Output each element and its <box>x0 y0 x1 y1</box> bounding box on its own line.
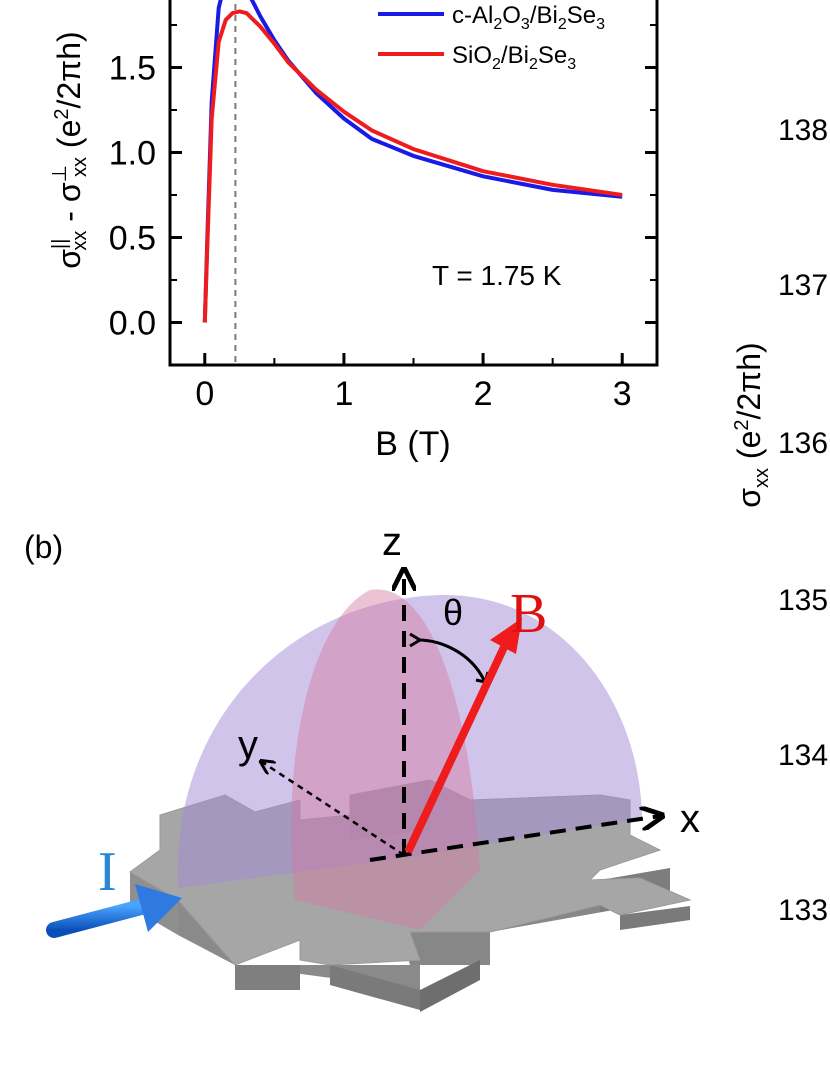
panel-c-partial: σxx (e2/2πh) 138 137 136 135 134 133 <box>731 114 828 927</box>
x-axis-line <box>369 816 660 862</box>
y-ticks: 0.0 0.5 1.0 1.5 2.0 <box>109 0 657 343</box>
theta-label: θ <box>443 592 463 633</box>
panel-c-tick-138: 138 <box>778 114 828 147</box>
series-line-al2o3 <box>202 0 623 323</box>
x-tick-label: 2 <box>474 375 493 413</box>
x-tick-label: 1 <box>334 375 353 413</box>
b-field-label: B <box>510 583 547 645</box>
rotation-plane-pink <box>291 589 480 930</box>
b-field-arrowhead <box>490 618 522 654</box>
panel-c-y-axis-label: σxx (e2/2πh) <box>731 342 773 507</box>
y-tick-label: 0.5 <box>109 220 156 258</box>
series-lines <box>202 0 623 323</box>
x-tick-label: 3 <box>613 375 632 413</box>
legend: c-Al2O3/Bi2Se3 SiO2/Bi2Se3 <box>378 2 605 73</box>
z-axis-label: z <box>382 520 402 564</box>
current-arrow-head <box>135 884 182 932</box>
panel-b-schematic: (b) z x y θ <box>24 520 700 1012</box>
rotation-plane-dome <box>177 594 642 888</box>
panel-a-chart: 0 1 2 3 0.0 0.5 1.0 1.5 2.0 c-Al2O3/Bi2Se3 SiO2… <box>49 0 659 463</box>
panel-b-label: (b) <box>24 529 63 565</box>
svg-text:σ||xx - σ⊥xx (e2/2πh): σ||xx - σ⊥xx (e2/2πh) <box>49 31 91 268</box>
y-tick-label: 1.5 <box>109 50 156 88</box>
svg-text:σxx (e2/2πh): σxx (e2/2πh) <box>731 342 773 507</box>
x-axis-label: B (T) <box>375 425 451 463</box>
b-field-vector <box>404 643 509 854</box>
panel-c-tick-135: 135 <box>778 584 828 617</box>
panel-c-tick-133: 133 <box>778 894 828 927</box>
panel-c-tick-136: 136 <box>778 427 828 460</box>
theta-arc <box>417 638 486 681</box>
temperature-annotation: T = 1.75 K <box>432 260 562 291</box>
y-tick-label: 2.0 <box>109 0 156 3</box>
current-arrow-shaft <box>46 898 153 938</box>
legend-label-al2o3: c-Al2O3/Bi2Se3 <box>452 2 605 33</box>
x-tick-label: 0 <box>195 375 214 413</box>
current-label: I <box>98 841 117 903</box>
panel-c-tick-137: 137 <box>778 269 828 302</box>
panel-c-tick-134: 134 <box>778 739 828 772</box>
y-tick-label: 0.0 <box>109 305 156 343</box>
x-ticks: 0 1 2 3 <box>195 353 632 413</box>
y-tick-label: 1.0 <box>109 135 156 173</box>
legend-label-sio2: SiO2/Bi2Se3 <box>452 42 576 73</box>
series-line-sio2 <box>202 9 623 323</box>
y-axis-label-b: y <box>238 723 258 767</box>
y-axis-label: σ||xx - σ⊥xx (e2/2πh) <box>49 31 91 268</box>
x-axis-label-b: x <box>680 797 700 841</box>
